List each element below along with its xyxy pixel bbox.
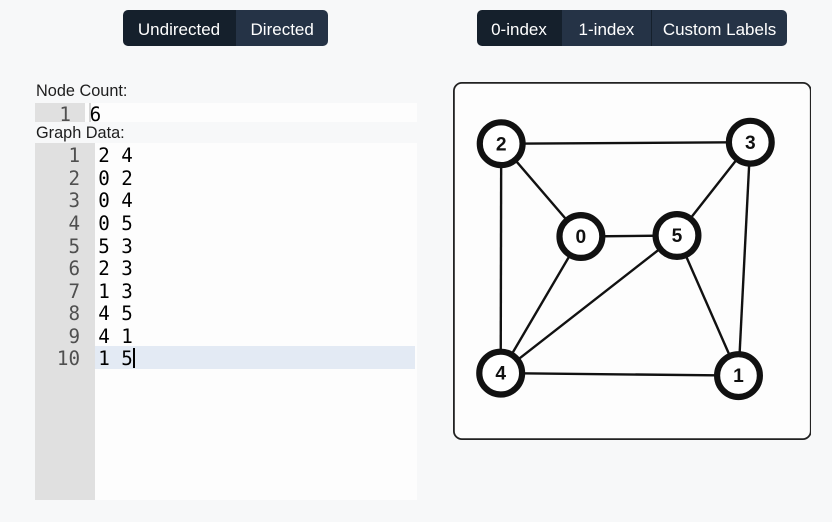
svg-text:2: 2 — [496, 135, 507, 156]
svg-text:1: 1 — [733, 366, 744, 387]
svg-text:3: 3 — [745, 133, 756, 154]
svg-text:0: 0 — [575, 227, 586, 248]
svg-text:4: 4 — [495, 364, 506, 385]
svg-text:5: 5 — [671, 226, 682, 247]
